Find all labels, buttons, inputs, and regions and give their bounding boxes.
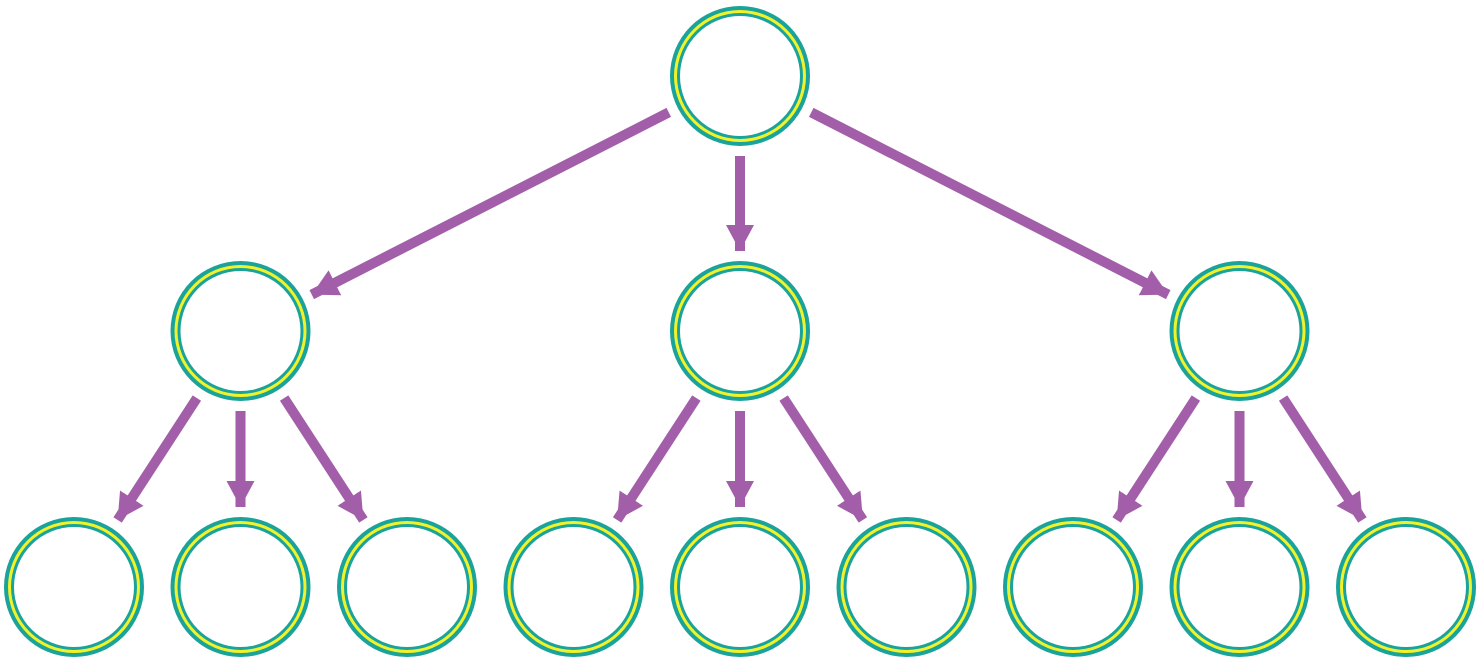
edge-arrow-n3-to-n3c: [1278, 395, 1367, 523]
node-node-core: [14, 527, 134, 647]
edge-arrow-n1-to-n1c: [279, 395, 368, 523]
tree-node-n3c: [1336, 517, 1476, 657]
node-node-core: [1013, 527, 1133, 647]
edge-arrow-root-to-n3: [808, 107, 1171, 300]
node-node-core: [680, 527, 800, 647]
tree-node-n3b: [1169, 517, 1310, 657]
node-node-core: [680, 271, 800, 391]
node-node-core: [680, 16, 800, 136]
edge-arrow-n1-to-n1a: [113, 395, 202, 523]
tree-node-n1: [170, 261, 311, 401]
tree-node-n3: [1169, 261, 1310, 401]
edge-arrow-n2-to-n2c: [779, 395, 868, 523]
node-node-core: [180, 527, 301, 647]
tree-node-n3a: [1003, 517, 1143, 657]
node-node-core: [347, 527, 467, 647]
edge-arrow-n3-to-n3a: [1112, 395, 1201, 523]
tree-node-n1c: [337, 517, 477, 657]
nodes-layer: [4, 6, 1476, 657]
node-node-core: [1179, 271, 1300, 391]
tree-node-n2c: [836, 517, 977, 657]
node-node-core: [180, 271, 301, 391]
node-node-core: [846, 527, 967, 647]
node-node-core: [1346, 527, 1466, 647]
edges-layer: [113, 107, 1367, 523]
node-node-core: [513, 527, 634, 647]
tree-node-n1a: [4, 517, 144, 657]
tree-node-n2a: [503, 517, 644, 657]
node-node-core: [1179, 527, 1300, 647]
edge-arrow-n2-to-n2a: [612, 395, 701, 523]
edge-arrow-root-to-n1: [309, 107, 672, 300]
tree-node-n1b: [170, 517, 311, 657]
tree-node-root: [670, 6, 810, 146]
tree-node-n2: [670, 261, 810, 401]
tree-node-n2b: [670, 517, 810, 657]
